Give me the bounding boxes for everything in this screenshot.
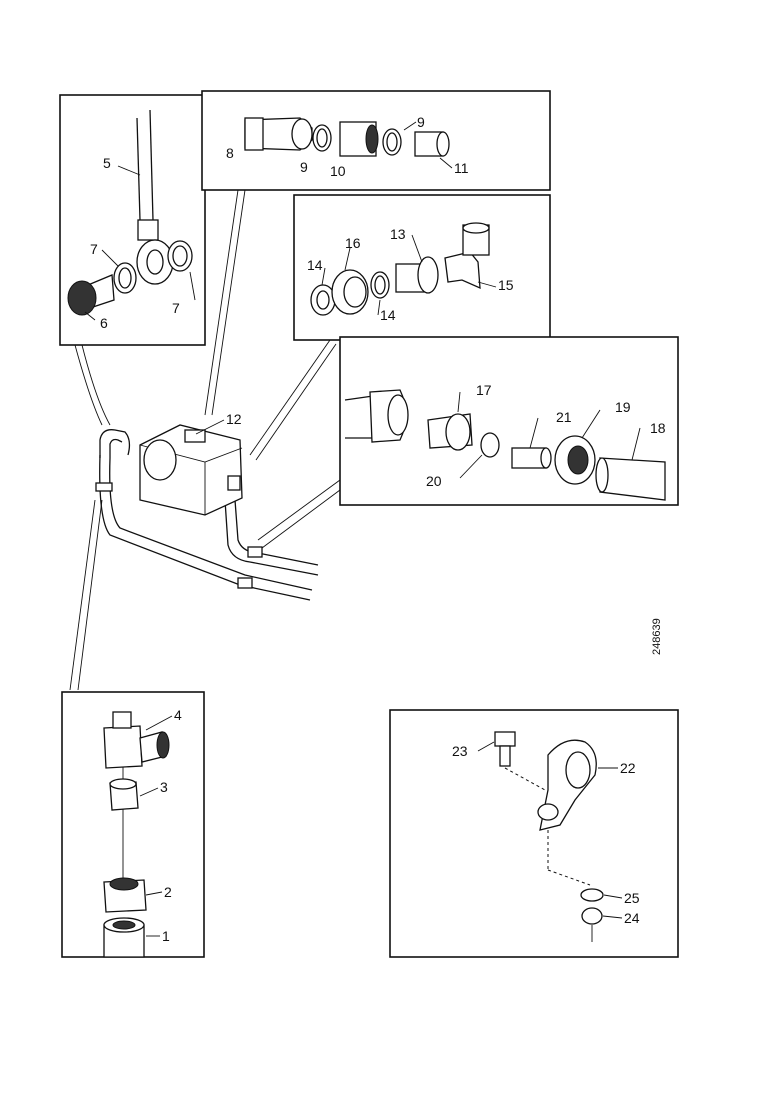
callout-23: 23 <box>452 743 468 759</box>
detail-box-fitting <box>61 691 205 958</box>
callout-22: 22 <box>620 760 636 776</box>
callout-25: 25 <box>624 890 640 906</box>
callout-17: 17 <box>476 382 492 398</box>
detail-box-clamp <box>389 709 679 958</box>
callout-1: 1 <box>162 928 170 944</box>
callout-14b: 14 <box>380 307 396 323</box>
callout-7b: 7 <box>172 300 180 316</box>
callout-2: 2 <box>164 884 172 900</box>
callout-9a: 9 <box>300 159 308 175</box>
callout-20: 20 <box>426 473 442 489</box>
drawing-code: 248639 <box>651 618 663 655</box>
callout-6: 6 <box>100 315 108 331</box>
callout-19: 19 <box>615 399 631 415</box>
detail-box-elbow <box>293 194 551 341</box>
detail-box-pipe-union <box>339 336 679 506</box>
detail-box-banjo <box>59 94 206 346</box>
detail-box-coupling <box>201 90 551 191</box>
callout-21: 21 <box>556 409 572 425</box>
callout-7a: 7 <box>90 241 98 257</box>
callout-15: 15 <box>498 277 514 293</box>
callout-12: 12 <box>226 411 242 427</box>
callout-24: 24 <box>624 910 640 926</box>
central-assembly <box>69 189 341 691</box>
callout-8: 8 <box>226 145 234 161</box>
callout-13: 13 <box>390 226 406 242</box>
callout-5: 5 <box>103 155 111 171</box>
callout-16: 16 <box>345 235 361 251</box>
callout-14a: 14 <box>307 257 323 273</box>
callout-10: 10 <box>330 163 346 179</box>
callout-11: 11 <box>454 160 469 176</box>
callout-9b: 9 <box>417 114 425 130</box>
callout-3: 3 <box>160 779 168 795</box>
callout-18: 18 <box>650 420 666 436</box>
callout-4: 4 <box>174 707 182 723</box>
